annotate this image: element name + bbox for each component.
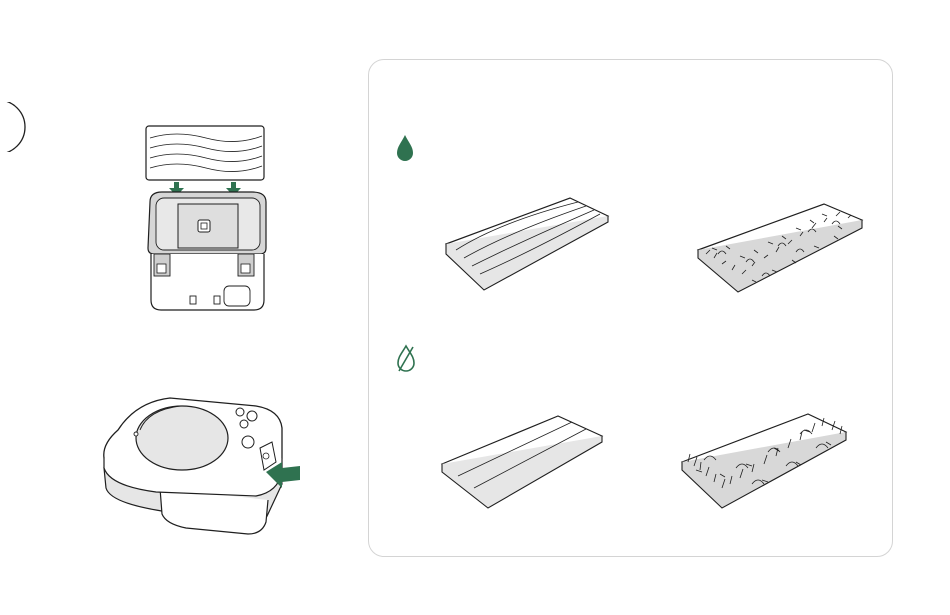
robot-illustration [104, 398, 282, 534]
pad-attach-diagram [136, 118, 282, 316]
dry-washable-pad [676, 404, 850, 512]
robot-diagram [96, 388, 306, 538]
water-drop-icon [395, 133, 415, 163]
pad-plate-illustration [148, 192, 266, 310]
water-drop-crossed-icon [395, 343, 417, 373]
wet-washable-pad [692, 196, 866, 296]
dry-disposable-pad [436, 412, 608, 512]
mop-pad-illustration [146, 126, 264, 180]
step-marker-circle [0, 102, 28, 152]
wet-disposable-pad [440, 192, 612, 292]
